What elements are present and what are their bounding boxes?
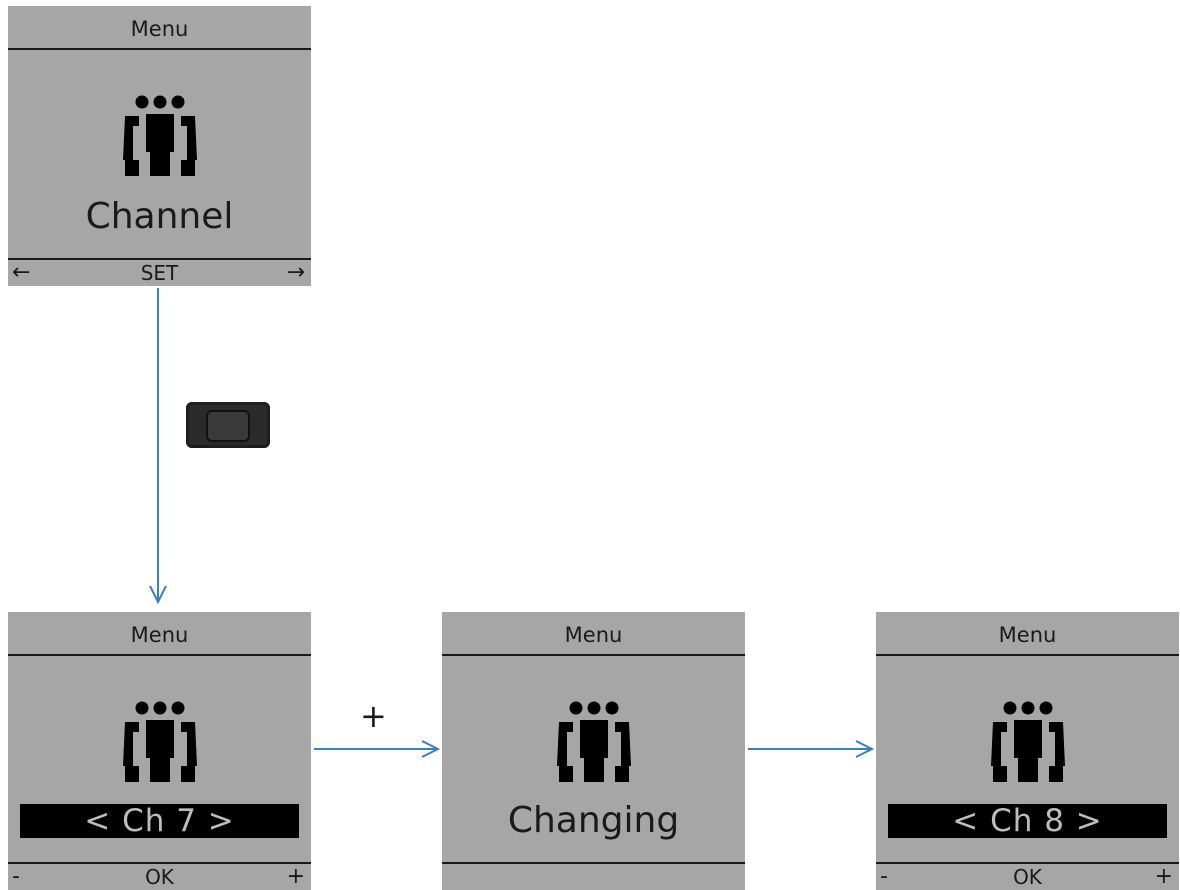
plus-button[interactable]: + [286,864,305,889]
screen-header: Menu [8,6,311,50]
minus-button[interactable]: - [12,864,20,889]
right-arrow-icon[interactable]: → [286,260,305,285]
arrow-down-head [149,585,167,605]
menu-screen-changing: Menu Changing [442,612,745,890]
menu-screen-channel: Menu Channel ← SET → [8,6,311,286]
group-people-icon [990,701,1065,782]
minus-button[interactable]: - [880,864,888,889]
screen-footer: ← SET → [8,258,311,286]
plus-button[interactable]: + [1154,864,1173,889]
hardware-button-icon [186,402,270,448]
arrow-right-2-head [855,740,875,758]
arrow-right-1-head [421,740,441,758]
screen-header: Menu [876,612,1179,656]
channel-selector[interactable]: < Ch 8 > [888,804,1167,838]
menu-screen-ch7: Menu < Ch 7 > - OK + [8,612,311,890]
menu-label: Channel [85,196,234,237]
left-arrow-icon[interactable]: ← [12,260,31,285]
menu-screen-ch8: Menu < Ch 8 > - OK + [876,612,1179,890]
set-button[interactable]: SET [140,261,179,285]
screen-header: Menu [8,612,311,656]
button-face [206,410,250,442]
group-people-icon [122,95,197,176]
screen-header: Menu [442,612,745,656]
group-people-icon [556,701,631,782]
screen-footer: - OK + [876,862,1179,890]
channel-selector[interactable]: < Ch 7 > [20,804,299,838]
ok-button[interactable]: OK [145,865,174,889]
group-people-icon [122,701,197,782]
status-label: Changing [507,800,680,841]
ok-button[interactable]: OK [1013,865,1042,889]
screen-footer [442,862,745,890]
transition-plus-label: + [360,697,387,735]
screen-footer: - OK + [8,862,311,890]
